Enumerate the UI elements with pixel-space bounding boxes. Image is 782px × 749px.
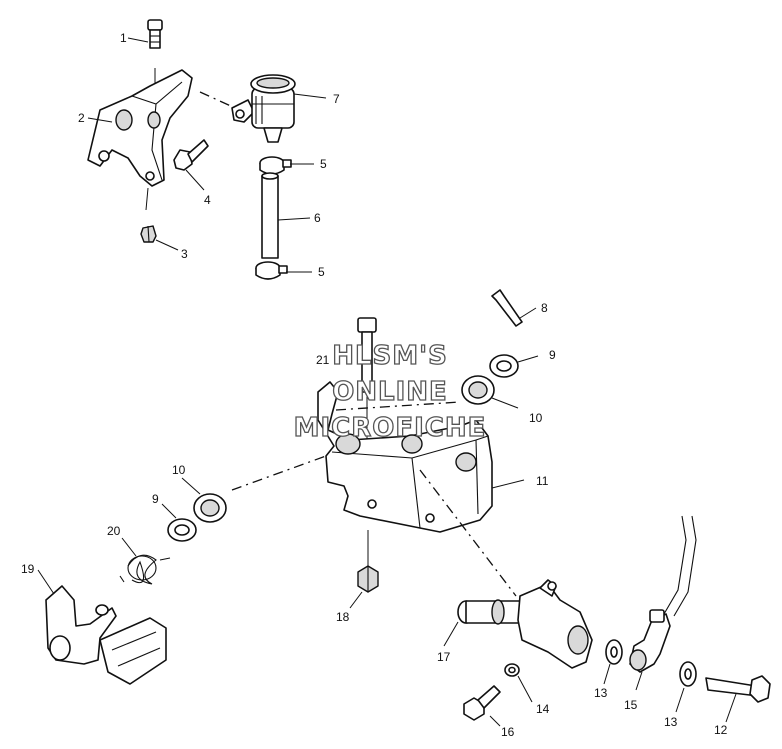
part-7-reservoir bbox=[199, 74, 327, 143]
callout-9a: 9 bbox=[549, 348, 556, 362]
callout-19: 19 bbox=[21, 562, 35, 576]
part-18-nut bbox=[357, 530, 379, 593]
watermark-line-3: MICROFICHE bbox=[294, 413, 487, 443]
part-9-washer-upper bbox=[489, 354, 539, 378]
callout-8: 8 bbox=[541, 301, 548, 315]
part-20-spring bbox=[119, 554, 171, 585]
callout-12: 12 bbox=[714, 723, 728, 737]
part-4-bolt bbox=[173, 139, 209, 171]
brake-cable bbox=[663, 515, 697, 617]
watermark: HLSM'S ONLINE MICROFICHE bbox=[293, 340, 487, 443]
callout-21: 21 bbox=[316, 353, 330, 367]
watermark-line-2: ONLINE bbox=[332, 377, 448, 407]
callout-17: 17 bbox=[437, 650, 451, 664]
callout-5b: 5 bbox=[318, 265, 325, 279]
watermark-line-1: HLSM'S bbox=[332, 341, 448, 371]
callout-1: 1 bbox=[120, 31, 127, 45]
callout-14: 14 bbox=[536, 702, 550, 716]
part-12-bolt bbox=[705, 675, 771, 723]
callout-20: 20 bbox=[107, 524, 121, 538]
callout-4: 4 bbox=[204, 193, 211, 207]
part-10-bushing-lower bbox=[193, 455, 327, 523]
part-1-bolt bbox=[147, 19, 163, 90]
part-15-clevis bbox=[629, 609, 671, 691]
part-2-bracket bbox=[87, 69, 193, 211]
callout-13b: 13 bbox=[664, 715, 678, 729]
callout-7: 7 bbox=[333, 92, 340, 106]
part-19-pedal bbox=[45, 585, 167, 685]
part-3-nut bbox=[140, 225, 157, 243]
callout-3: 3 bbox=[181, 247, 188, 261]
callout-5a: 5 bbox=[320, 157, 327, 171]
callout-labels: 1 2 3 4 5 5 6 7 8 9 9 10 10 11 12 13 13 … bbox=[21, 31, 728, 739]
callout-16: 16 bbox=[501, 725, 515, 739]
callout-18: 18 bbox=[336, 610, 350, 624]
part-5-clamp-lower bbox=[255, 261, 312, 280]
callout-15: 15 bbox=[624, 698, 638, 712]
part-8-cotter-pin bbox=[491, 289, 537, 327]
callout-2: 2 bbox=[78, 111, 85, 125]
part-11-pedal-bracket bbox=[317, 381, 525, 533]
callout-10b: 10 bbox=[172, 463, 186, 477]
part-14-washer bbox=[504, 663, 533, 703]
callout-13a: 13 bbox=[594, 686, 608, 700]
part-9-washer-lower bbox=[167, 518, 197, 542]
part-5-clamp-upper bbox=[259, 156, 314, 175]
part-10-bushing-upper bbox=[461, 375, 519, 409]
part-13-washer-right bbox=[675, 661, 697, 713]
part-16-bolt bbox=[463, 685, 501, 727]
part-13-washer-left bbox=[603, 639, 623, 685]
part-17-master-cylinder bbox=[419, 469, 593, 669]
callout-9b: 9 bbox=[152, 492, 159, 506]
part-6-hose bbox=[261, 172, 311, 259]
callout-6: 6 bbox=[314, 211, 321, 225]
callout-11: 11 bbox=[536, 474, 549, 488]
callout-10a: 10 bbox=[529, 411, 543, 425]
